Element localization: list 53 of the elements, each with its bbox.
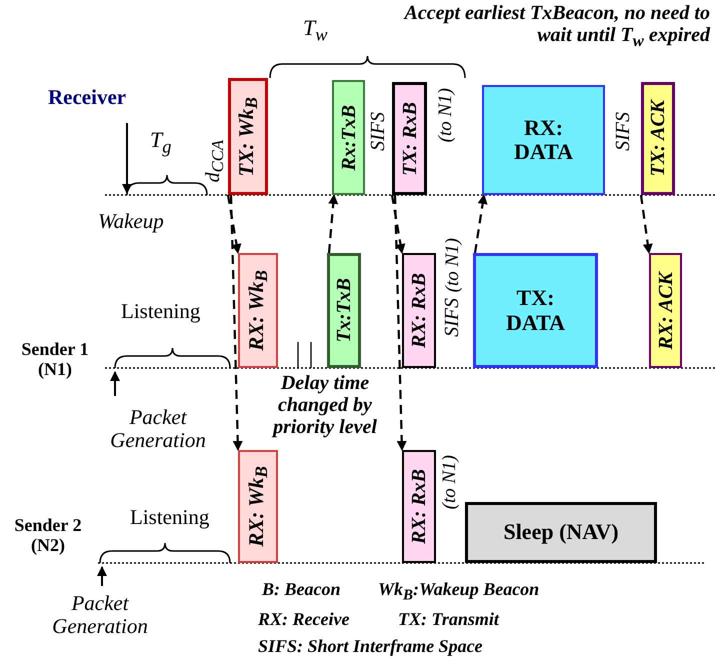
arrow [328,194,338,254]
destination-note: (to N1) [440,455,461,510]
frame-block [228,78,268,195]
lane-title: Sender 1 (N1) [20,340,90,380]
frame-block [641,82,675,195]
arrow [474,194,488,254]
legend-text: TX: Transmit [398,610,499,630]
block-label: TX: RxB [400,102,420,176]
arrow [394,194,407,451]
legend-text: B: Beacon [262,580,340,600]
frame-block [392,82,427,195]
duration-label: T$_{g}$ [150,128,172,157]
duration-label: Listening [130,506,210,530]
frame-block [238,450,278,563]
destination-note: (to N1) [436,88,457,142]
event-label: Wakeup [98,210,164,234]
frame-block [482,85,605,195]
event-label: Packet Generation [51,592,149,638]
destination-note: (to N1) [443,238,464,292]
frame-block [402,253,436,368]
event-label: Packet Generation [109,406,207,452]
arrow [230,194,243,451]
frame-block [402,450,436,563]
duration-label: Listening [121,300,200,324]
legend-text: RX: Receive [258,610,350,630]
duration-label: T$_{w}$ [303,16,328,45]
arrow [390,194,406,254]
block-label: RX: DATA [512,116,574,164]
arrow [640,194,653,254]
frame-block [465,502,657,563]
gap-label: SIFS [612,112,634,151]
frame-block [332,80,365,195]
legend-text: SIFS: Short Interframe Space [258,637,483,657]
block-label: Rx:TxB [338,104,358,170]
block-label: Tx:TxB [334,278,354,343]
block-label: TX: ACK [648,100,668,177]
frame-block [649,253,682,368]
gap-label: SIFS [367,112,389,151]
block-label: TX: DATA [504,286,566,335]
frame-block [473,253,598,368]
block-label: Sleep (NAV) [503,520,619,545]
lane-title: Receiver [48,86,126,110]
arrow [226,194,242,254]
block-label: RX: ACK [656,272,676,350]
block-label: RX: RxB [409,468,429,544]
note-text: Delay time changed by priority level [270,372,378,438]
lane-title: Sender 2 (N2) [13,516,83,556]
note-text: Accept earliest TxBeacon, no need to wait until T$_{w}$ expired [402,2,710,50]
legend-text: Wk$_{B}$:Wakeup Beacon [378,580,540,604]
frame-block [327,253,361,368]
block-label: RX: RxB [409,272,429,348]
gap-label: SIFS [441,298,463,337]
frame-block [238,253,278,368]
